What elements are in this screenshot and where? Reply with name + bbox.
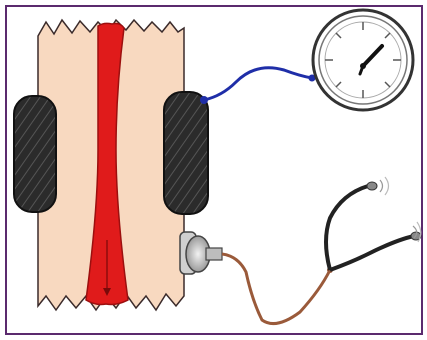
pressure-gauge-icon — [313, 10, 413, 110]
